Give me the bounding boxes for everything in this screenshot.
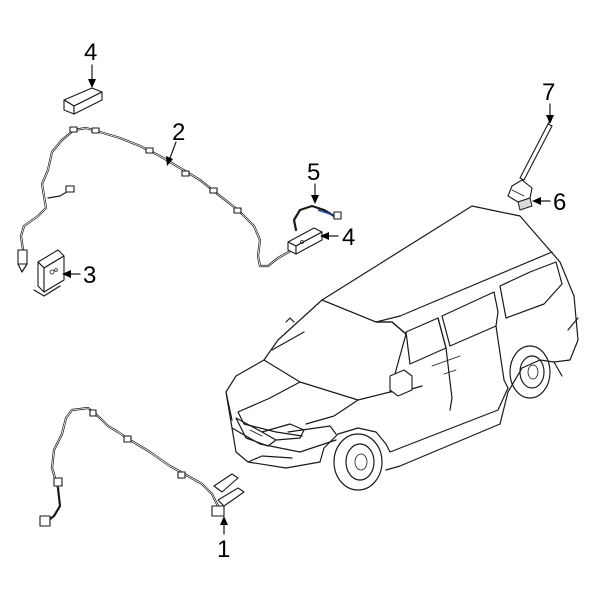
- antenna-base-part[interactable]: [507, 179, 533, 211]
- antenna-lead-part[interactable]: [292, 204, 342, 232]
- callout-2: 2: [172, 119, 185, 146]
- callout-arrows: [62, 64, 554, 535]
- callout-4-amp: 4: [342, 224, 355, 251]
- callout-3: 3: [83, 262, 96, 289]
- callout-7: 7: [542, 79, 555, 106]
- antenna-amplifier-part[interactable]: [287, 227, 323, 255]
- rear-parking-sensor-harness-part[interactable]: [39, 406, 245, 527]
- vehicle-illustration: [225, 205, 579, 491]
- antenna-amplifier-top-part[interactable]: [63, 87, 103, 115]
- antenna-module-part[interactable]: [33, 249, 65, 297]
- roof-antenna-cable-part[interactable]: [17, 126, 294, 273]
- antenna-mast-part[interactable]: [519, 118, 553, 181]
- callout-4-top: 4: [84, 39, 97, 66]
- callout-5: 5: [307, 159, 320, 186]
- callout-6: 6: [553, 189, 566, 216]
- callout-1: 1: [217, 536, 230, 563]
